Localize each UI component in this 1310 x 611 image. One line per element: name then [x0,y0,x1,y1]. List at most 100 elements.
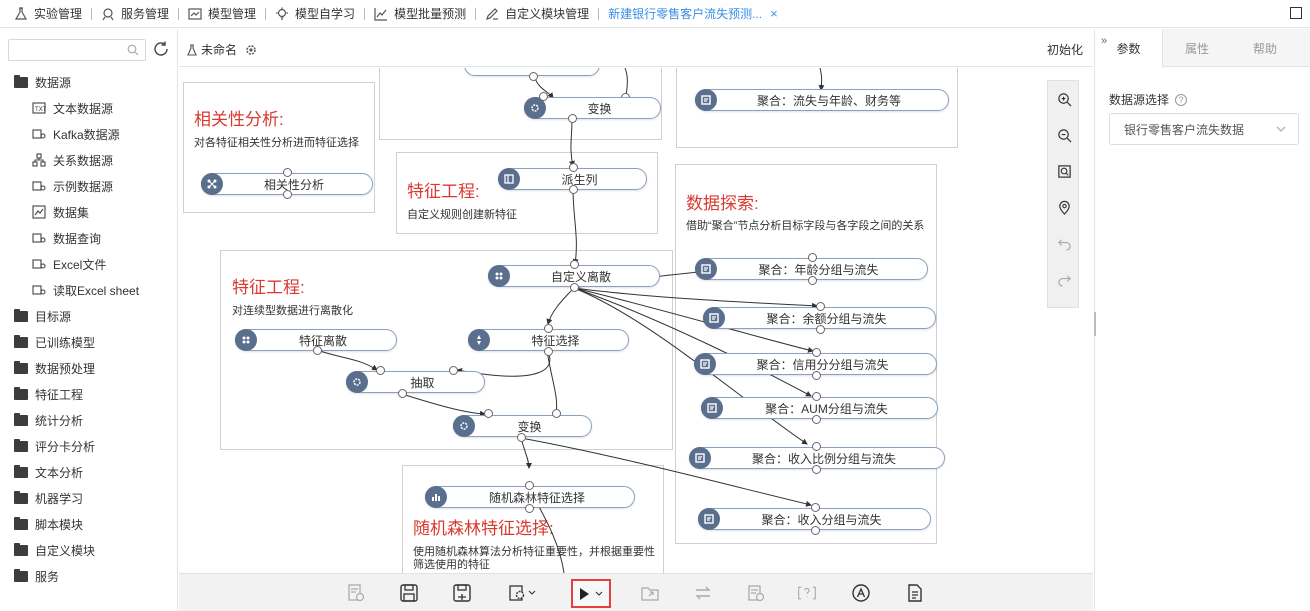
sidebar-item[interactable]: 目标源 [0,303,178,329]
node-port[interactable] [517,433,526,442]
node-port[interactable] [569,163,578,172]
sidebar-item[interactable]: 数据预处理 [0,355,178,381]
sidebar-item[interactable]: 特征工程 [0,381,178,407]
node-port[interactable] [570,260,579,269]
zoom-in-button[interactable] [1056,91,1072,107]
node-port[interactable] [283,190,292,199]
undo-button[interactable] [1056,235,1072,251]
sidebar-item[interactable]: Kafka数据源 [0,121,178,147]
sidebar-item[interactable]: 已训练模型 [0,329,178,355]
workflow-node-feature-discretize[interactable]: 特征离散 [235,329,397,351]
close-icon[interactable]: × [770,6,778,21]
workflow-node-transform[interactable]: 变换 [524,97,661,119]
help-bracket-button[interactable] [797,582,817,604]
settings-dropdown-button[interactable] [505,582,539,604]
chevron-down-icon [1276,126,1286,132]
tab-batch-predict[interactable]: 模型批量预测 [374,0,466,28]
sidebar-item[interactable]: Excel文件 [0,251,178,277]
search-input[interactable] [13,40,123,60]
sidebar-item[interactable]: 数据集 [0,199,178,225]
node-port[interactable] [552,409,561,418]
sidebar-item[interactable]: 统计分析 [0,407,178,433]
sidebar-item[interactable]: 数据查询 [0,225,178,251]
tab-self-learning[interactable]: 模型自学习 [275,0,355,28]
maximize-icon[interactable] [1290,7,1302,19]
node-port[interactable] [812,415,821,424]
help-icon[interactable]: ? [1175,93,1188,106]
node-port[interactable] [812,371,821,380]
workflow-node-custom-discretize[interactable]: 自定义离散 [488,265,660,287]
node-port[interactable] [816,325,825,334]
sidebar-item[interactable]: 读取Excel sheet [0,277,178,303]
node-port[interactable] [398,389,407,398]
sidebar-item[interactable]: 文本分析 [0,459,178,485]
node-port[interactable] [812,348,821,357]
node-port[interactable] [811,503,820,512]
refresh-icon[interactable] [152,40,170,58]
export-button[interactable] [640,582,660,604]
tab-service[interactable]: 服务管理 [101,0,169,28]
experiment-title[interactable]: 未命名 [187,41,257,58]
locate-button[interactable] [1056,199,1072,215]
node-port[interactable] [449,366,458,375]
search-icon[interactable] [127,44,139,56]
history-button[interactable] [346,582,366,604]
sidebar-item[interactable]: 脚本模块 [0,511,178,537]
collapse-right-icon[interactable]: » [1101,35,1108,47]
tab-model[interactable]: 模型管理 [188,0,256,28]
node-port[interactable] [811,526,820,535]
save-as-button[interactable] [452,582,472,604]
zoom-out-button[interactable] [1056,127,1072,143]
node-port[interactable] [525,481,534,490]
sidebar-item[interactable]: 机器学习 [0,485,178,511]
workflow-node-agg-churn-age-finance[interactable]: 聚合：流失与年龄、财务等 [695,89,949,111]
tab-current-experiment[interactable]: 新建银行零售客户流失预测... × [608,0,778,28]
annotate-button[interactable] [851,582,871,604]
tab-parameters[interactable]: 参数 [1095,29,1163,68]
node-port[interactable] [484,409,493,418]
node-port[interactable] [539,92,548,101]
fit-view-button[interactable] [1056,163,1072,179]
node-port[interactable] [812,465,821,474]
sidebar-item[interactable]: 示例数据源 [0,173,178,199]
sidebar-item[interactable]: 评分卡分析 [0,433,178,459]
schedule-button[interactable] [746,582,766,604]
node-port[interactable] [525,504,534,513]
tab-attributes[interactable]: 属性 [1163,29,1231,67]
run-button[interactable] [571,579,611,608]
node-port[interactable] [376,366,385,375]
node-port[interactable] [812,442,821,451]
node-port[interactable] [816,302,825,311]
node-port[interactable] [808,253,817,262]
sidebar-item[interactable]: 服务 [0,563,178,589]
sidebar-item[interactable]: 自定义模块 [0,537,178,563]
workflow-node-extract[interactable]: 抽取 [346,371,485,393]
redo-button[interactable] [1056,271,1072,287]
node-port[interactable] [570,283,579,292]
panel-resize-handle[interactable] [1094,312,1098,336]
initialize-button[interactable]: 初始化 [1046,43,1083,57]
workflow-node-derive-column[interactable]: 派生列 [498,168,647,190]
sidebar-item[interactable]: 数据源 [0,69,178,95]
tab-custom-module[interactable]: 自定义模块管理 [485,0,589,28]
node-port[interactable] [529,72,538,81]
workflow-canvas[interactable]: 相关性分析: 对各特征相关性分析进而特征选择 特征工程: 自定义规则创建新特征 … [179,68,1093,573]
report-button[interactable] [905,582,925,604]
tab-experiment[interactable]: 实验管理 [14,0,82,28]
node-port[interactable] [544,347,553,356]
sidebar-item[interactable]: 关系数据源 [0,147,178,173]
node-port[interactable] [313,346,322,355]
switch-button[interactable] [693,582,713,604]
node-port[interactable] [568,114,577,123]
gear-icon[interactable] [245,44,257,56]
save-button[interactable] [399,582,419,604]
node-port[interactable] [283,168,292,177]
node-port[interactable] [812,392,821,401]
datasource-select[interactable]: 银行零售客户流失数据 [1109,113,1299,145]
node-port[interactable] [569,185,578,194]
tab-help[interactable]: 帮助 [1231,29,1299,67]
node-port[interactable] [808,276,817,285]
workflow-node-correlation[interactable]: 相关性分析 [201,173,373,195]
node-port[interactable] [544,324,553,333]
